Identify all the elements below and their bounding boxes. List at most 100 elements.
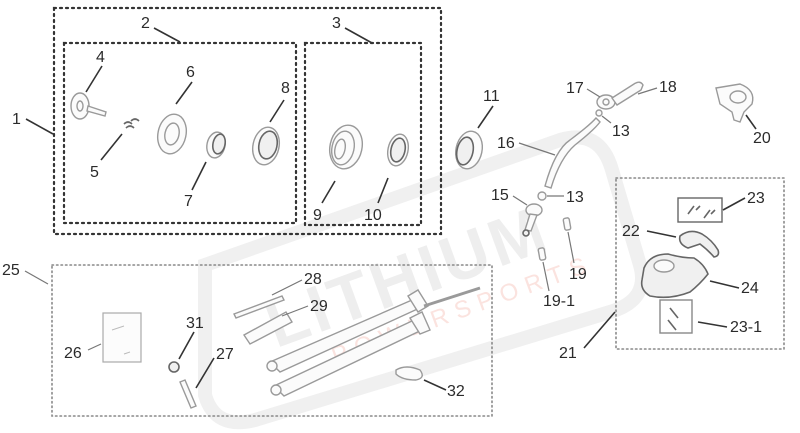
leader-line [271,279,303,296]
leader-line [745,114,757,130]
part-6-inner [164,122,180,146]
part-9-inner [333,138,347,160]
part-19-1: 19-1 [537,247,575,310]
part-23-1-screws [667,307,679,331]
part-23-1: 23-1 [659,299,762,336]
part-4-tab [86,105,107,117]
part-4: 4 [70,49,107,120]
leader-line [24,270,49,285]
part-23: 23 [677,190,765,223]
leader-line [518,142,556,156]
callout-label: 25 [2,262,20,279]
callout-label: 31 [186,315,204,332]
leader-line [85,65,103,93]
callout-label: 26 [64,345,82,362]
leader-line [25,118,54,135]
part-28-shape [233,295,285,319]
leader-line [423,379,447,391]
callout-label: 28 [304,271,322,288]
callout-label: 1 [12,111,21,128]
part-5-shape [123,118,140,129]
part-26-detail [111,325,131,355]
part-11-inner [455,136,475,166]
part-24: 24 [640,253,759,299]
part-20: 20 [715,83,771,147]
leader-line [100,133,123,161]
leader-line [567,231,575,264]
leader-line [344,27,373,44]
leader-line [377,177,389,204]
group-3-box [303,41,423,227]
callout-label: 6 [186,64,195,81]
part-22: 22 [622,223,720,258]
part-22-shape [678,230,720,258]
callout-group-3: 3 [332,15,373,44]
callout-label: 32 [447,383,465,400]
part-31: 31 [168,315,204,373]
part-13-washer [595,109,603,117]
part-6: 6 [156,64,195,155]
group-2-box [62,41,298,225]
callout-label: 20 [753,130,771,147]
part-5: 5 [90,118,140,181]
part-4-hole [76,100,84,112]
part-13-washer [537,191,547,201]
part-32-shape [395,366,423,381]
part-fork-tubes [266,286,481,397]
part-17: 17 [566,80,616,110]
callout-label: 23 [747,190,765,207]
leader-line [583,311,616,349]
callout-group-2: 2 [141,15,181,43]
part-27-shape [179,379,197,409]
part-8-inner [257,130,279,160]
part-9: 9 [313,124,364,224]
part-13-lower: 13 [537,189,584,206]
fork-axle-right [270,384,282,396]
part-23-1-box [659,299,693,334]
part-15-end [522,229,530,237]
leader-line [722,197,746,211]
part-7-inner [211,133,227,155]
part-23-screws [687,205,716,219]
part-19: 19 [562,217,587,283]
part-19-1-shape [537,247,547,261]
leader-line [153,27,181,43]
leader-line [542,261,550,292]
part-26: 26 [64,312,142,363]
part-10-inner [389,137,407,163]
part-16-shape [544,116,601,189]
leader-line [646,230,677,238]
leader-line [586,88,601,98]
part-31-shape [168,361,180,373]
part-13-upper: 13 [595,109,630,140]
callout-label: 2 [141,15,150,32]
callout-label: 9 [313,207,322,224]
leader-line [195,357,215,389]
callout-group-25: 25 [2,262,49,285]
part-10: 10 [364,133,410,224]
callout-label: 15 [491,187,509,204]
callout-label: 13 [566,189,584,206]
leader-line [87,343,102,351]
leader-line [281,305,309,317]
callout-label: 7 [184,193,193,210]
part-23-box [677,197,723,223]
fork-axle-left [266,360,278,372]
leader-line [477,105,494,129]
callout-label: 3 [332,15,341,32]
leader-line [512,195,528,206]
callout-label: 17 [566,80,584,97]
callout-label: 22 [622,223,640,240]
leader-line [175,81,193,105]
callout-label: 27 [216,346,234,363]
callout-label: 11 [483,88,500,105]
part-28: 28 [233,271,322,319]
callout-label: 19-1 [543,293,575,310]
callout-label: 29 [310,298,328,315]
part-24-bore [653,259,675,273]
part-11: 11 [454,88,500,170]
callout-label: 13 [612,123,630,140]
part-18: 18 [611,79,677,106]
callout-label: 4 [96,49,105,66]
